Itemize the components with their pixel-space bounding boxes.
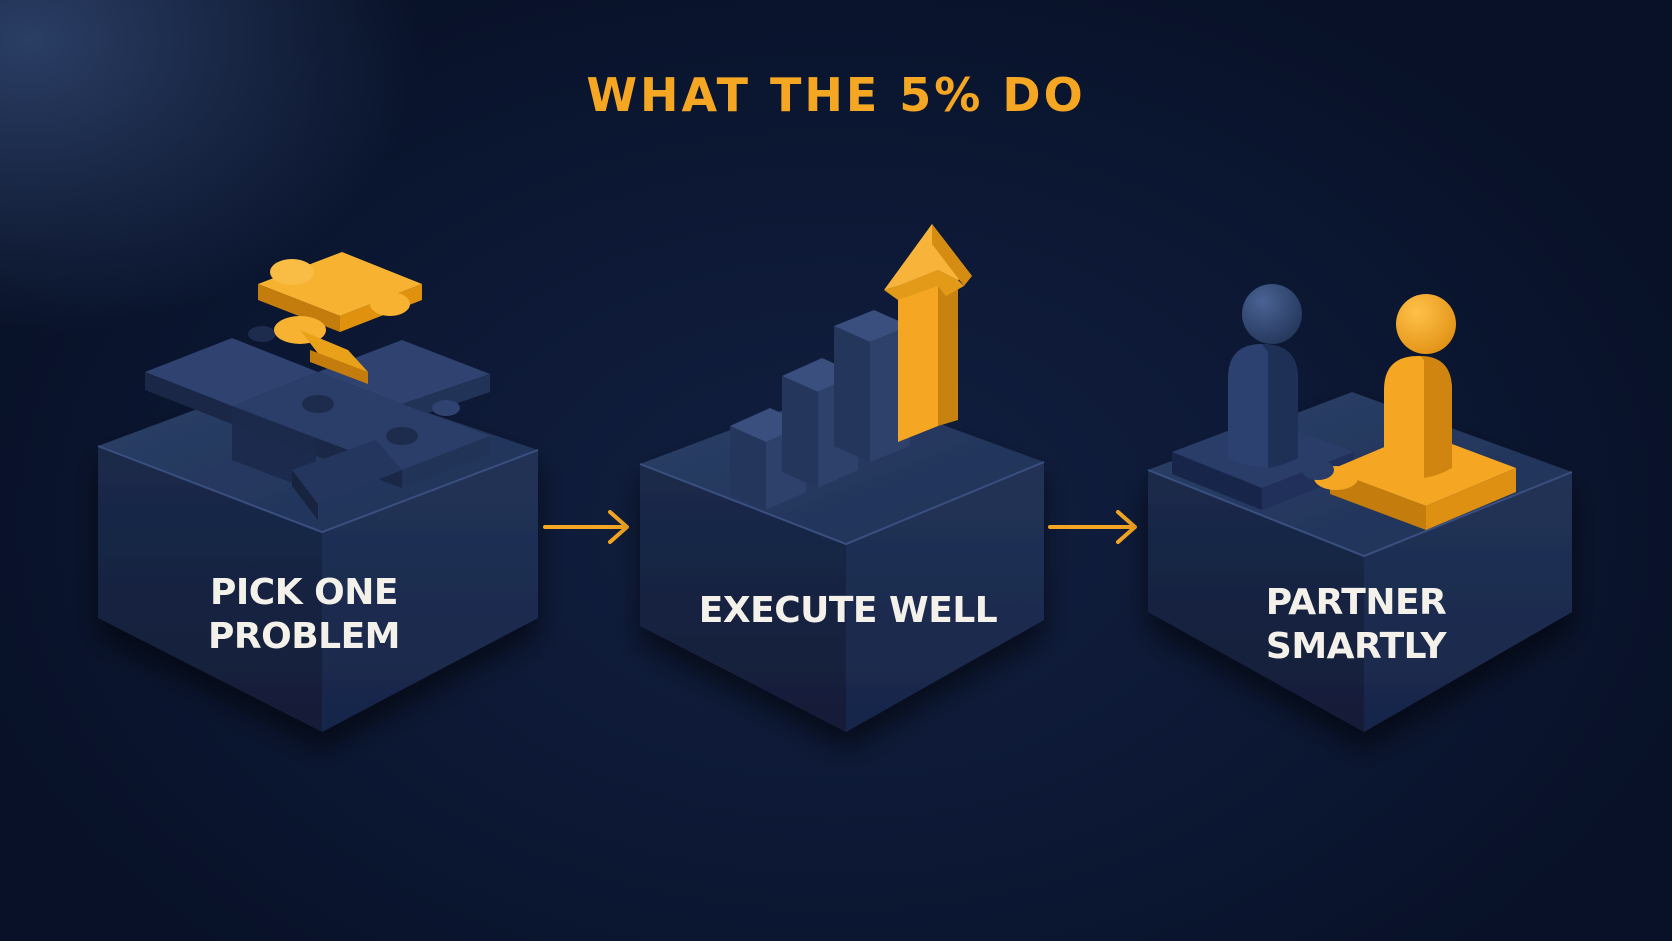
step-2-label-line-1: EXECUTE WELL bbox=[699, 590, 997, 631]
block-right-face bbox=[846, 462, 1044, 732]
block-left-face bbox=[98, 446, 322, 732]
puzzle-pieces-icon bbox=[145, 252, 490, 520]
growth-bar-chart-arrow-icon bbox=[730, 224, 972, 510]
person-head bbox=[1396, 294, 1456, 354]
step-3-label-line-2: SMARTLY bbox=[1266, 626, 1448, 667]
person-head bbox=[1242, 284, 1302, 344]
step-1-label-line-2: PROBLEM bbox=[208, 616, 400, 657]
arrow-right-icon bbox=[543, 510, 629, 544]
arrow-right-icon bbox=[1048, 510, 1137, 544]
two-people-puzzle-icon bbox=[1172, 284, 1516, 530]
step-3-label-line-1: PARTNER bbox=[1266, 582, 1447, 623]
block-left-face bbox=[640, 464, 846, 732]
step-1-label-line-1: PICK ONE bbox=[210, 572, 398, 613]
diagram-title: WHAT THE 5% DO bbox=[586, 68, 1086, 122]
block-right-face bbox=[322, 450, 538, 732]
block-right-face bbox=[1364, 472, 1572, 732]
